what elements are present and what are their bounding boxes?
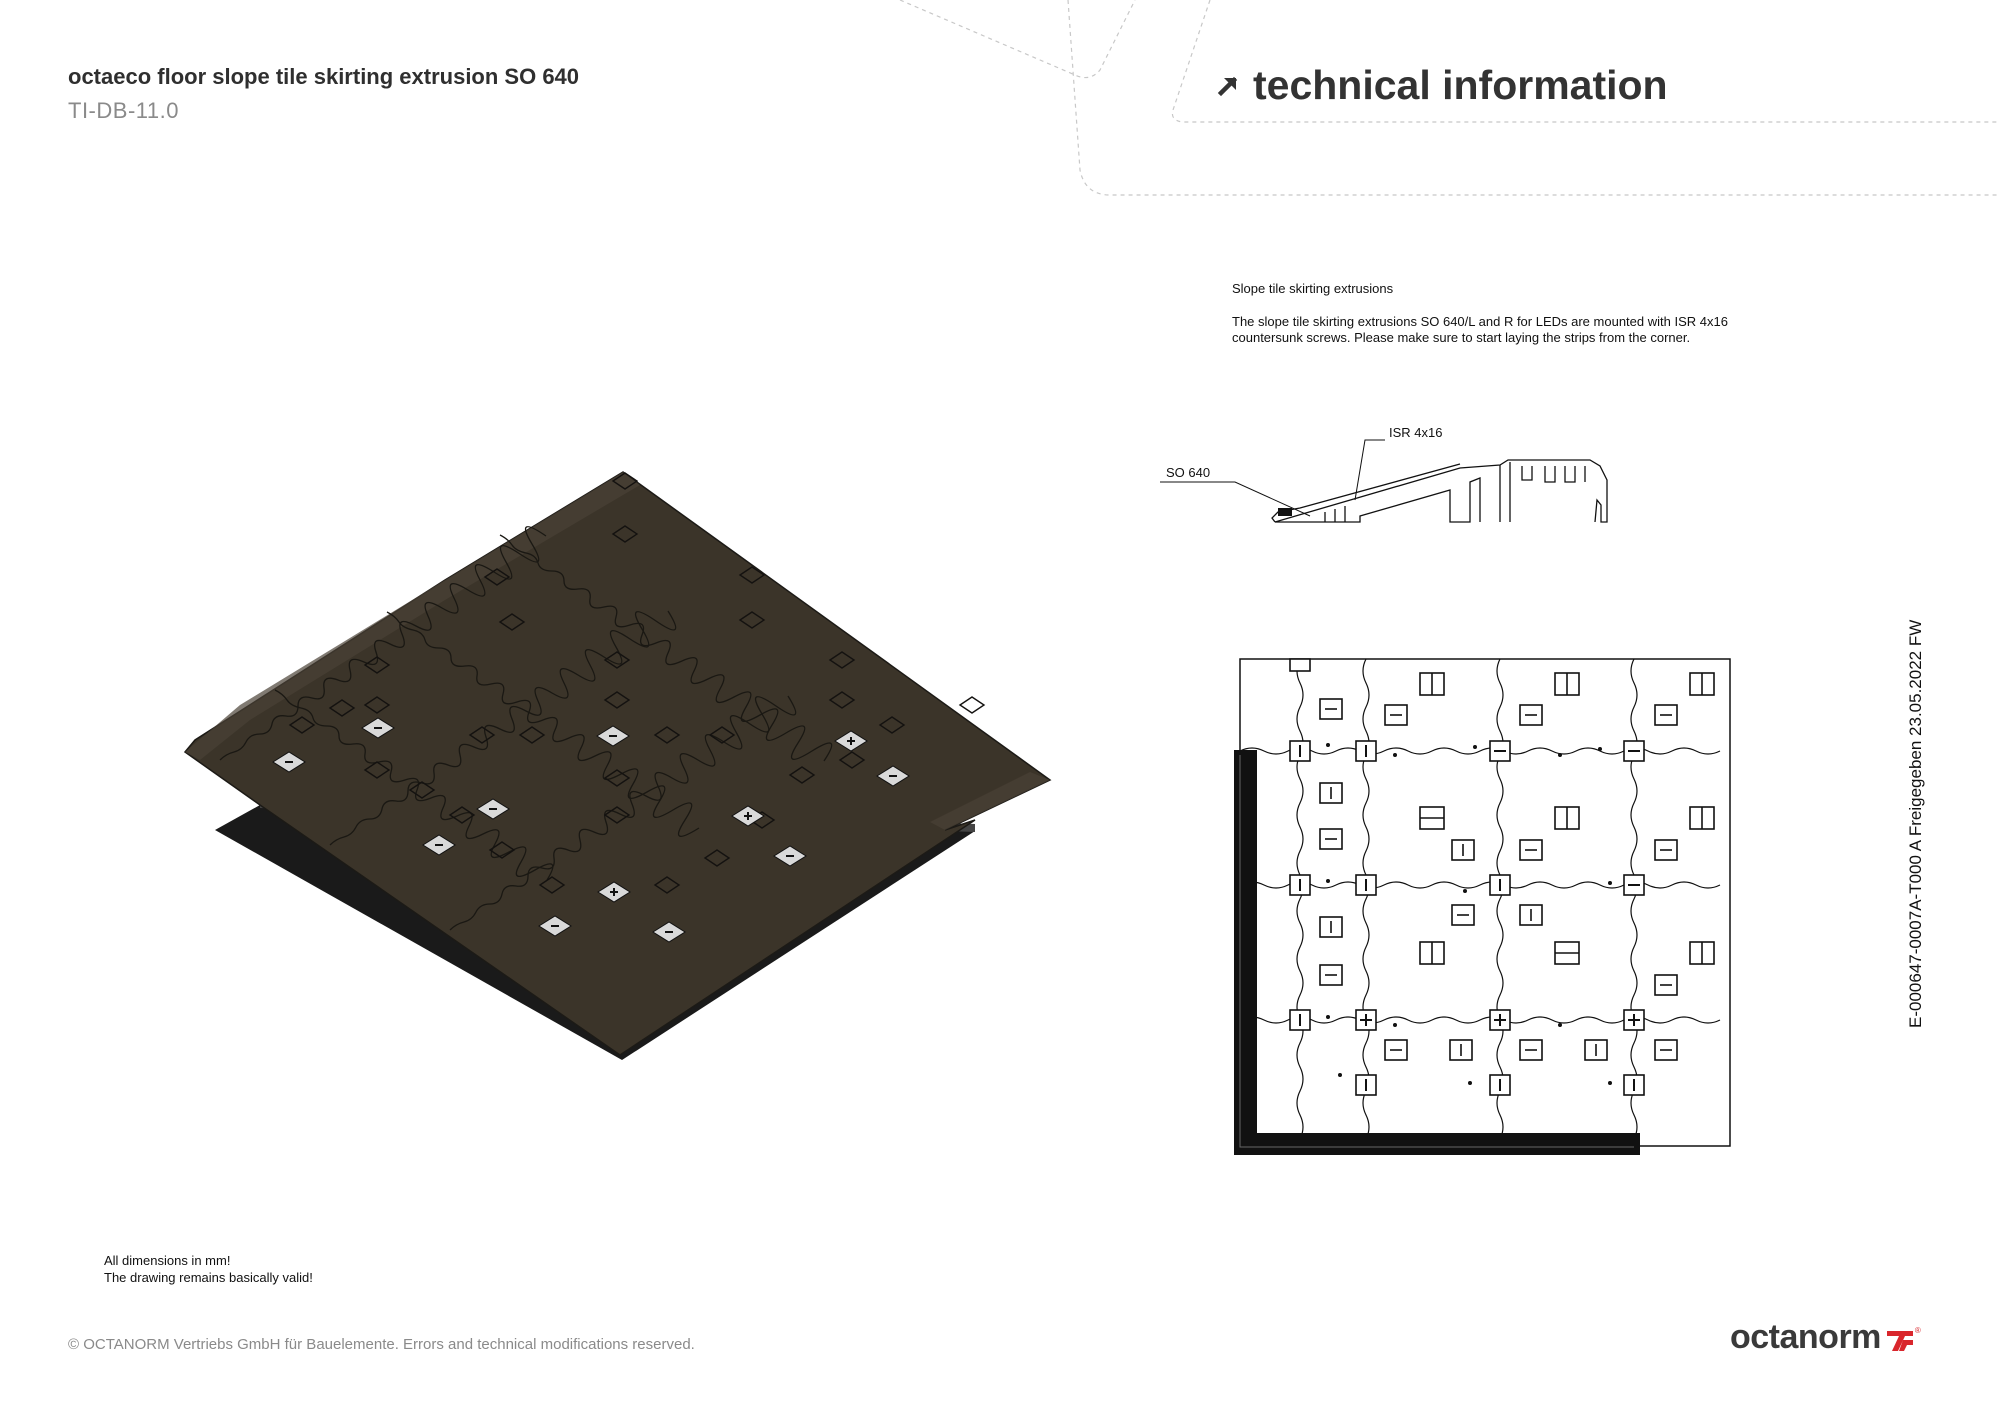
- note-validity: The drawing remains basically valid!: [104, 1270, 313, 1285]
- drawing-reference-number: E-000647-0007A-T000 A Freigegeben 23.05.…: [1906, 619, 1925, 1028]
- isometric-floor-illustration: [183, 471, 1052, 1060]
- section-header: technical information: [1215, 62, 1668, 109]
- plan-view-drawing: [1234, 658, 1731, 1155]
- notes-block: All dimensions in mm! The drawing remain…: [104, 1252, 313, 1286]
- extrusion-profile-drawing: [1160, 439, 1608, 523]
- section-header-label: technical information: [1253, 62, 1668, 108]
- footer-copyright: © OCTANORM Vertriebs GmbH für Bauelement…: [68, 1336, 695, 1353]
- document-code: TI-DB-11.0: [68, 98, 179, 123]
- brand-logo: octanorm ®: [1730, 1318, 1921, 1357]
- document-title: octaeco floor slope tile skirting extrus…: [68, 64, 580, 89]
- arrow-up-right-icon: [1217, 76, 1238, 96]
- label-extrusion: SO 640: [1166, 465, 1211, 480]
- description-body: The slope tile skirting extrusions SO 64…: [1232, 314, 1728, 345]
- description-block: Slope tile skirting extrusions The slope…: [1232, 281, 1752, 346]
- description-heading: Slope tile skirting extrusions: [1232, 281, 1394, 296]
- note-dimensions: All dimensions in mm!: [104, 1253, 231, 1268]
- label-screw: ISR 4x16: [1389, 425, 1443, 440]
- logo-registered-mark: ®: [1914, 1326, 1921, 1335]
- logo-wordmark: octanorm: [1730, 1318, 1881, 1356]
- octanorm-mark-icon: [1886, 1330, 1913, 1351]
